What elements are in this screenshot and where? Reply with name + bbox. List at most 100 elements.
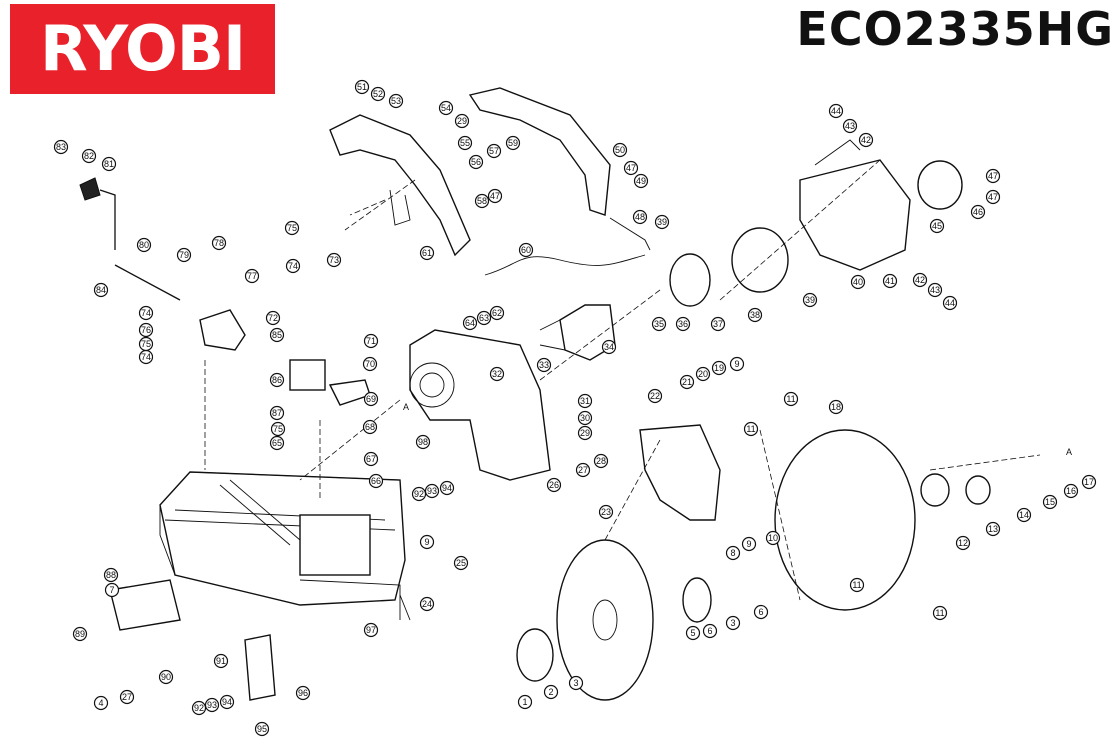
callout: 21 bbox=[679, 374, 695, 390]
svg-text:93: 93 bbox=[207, 700, 217, 710]
svg-text:59: 59 bbox=[508, 138, 518, 148]
svg-text:39: 39 bbox=[805, 295, 815, 305]
callout: 37 bbox=[710, 316, 726, 332]
svg-text:39: 39 bbox=[657, 217, 667, 227]
callout: 75 bbox=[138, 336, 154, 352]
callout: 47 bbox=[623, 160, 639, 176]
callout: 82 bbox=[81, 148, 97, 164]
svg-text:97: 97 bbox=[366, 625, 376, 635]
callout: 13 bbox=[985, 521, 1001, 537]
callout: 25 bbox=[453, 555, 469, 571]
svg-text:84: 84 bbox=[96, 285, 106, 295]
callout: 44 bbox=[942, 295, 958, 311]
callout: 7 bbox=[104, 582, 120, 598]
svg-text:3: 3 bbox=[730, 618, 735, 628]
callout: 74 bbox=[285, 258, 301, 274]
callout: 9 bbox=[741, 536, 757, 552]
callout: 97 bbox=[363, 622, 379, 638]
svg-text:85: 85 bbox=[272, 330, 282, 340]
callout: 93 bbox=[424, 483, 440, 499]
svg-text:61: 61 bbox=[422, 248, 432, 258]
svg-text:75: 75 bbox=[141, 339, 151, 349]
callout: 66 bbox=[368, 473, 384, 489]
svg-text:46: 46 bbox=[973, 207, 983, 217]
svg-text:65: 65 bbox=[272, 438, 282, 448]
callout: 62 bbox=[489, 305, 505, 321]
callout: 5 bbox=[685, 625, 701, 641]
callout: 10 bbox=[765, 530, 781, 546]
leader-lines bbox=[204, 159, 1041, 601]
svg-text:29: 29 bbox=[580, 428, 590, 438]
callout: 29 bbox=[577, 425, 593, 441]
svg-text:72: 72 bbox=[268, 313, 278, 323]
callout: 32 bbox=[489, 366, 505, 382]
svg-text:98: 98 bbox=[418, 437, 428, 447]
svg-text:30: 30 bbox=[580, 413, 590, 423]
callout: 54 bbox=[438, 100, 454, 116]
callout: 45 bbox=[929, 218, 945, 234]
svg-text:73: 73 bbox=[329, 255, 339, 265]
callout: 49 bbox=[633, 173, 649, 189]
svg-text:15: 15 bbox=[1045, 497, 1055, 507]
callout: 43 bbox=[927, 282, 943, 298]
svg-text:94: 94 bbox=[222, 697, 232, 707]
svg-text:27: 27 bbox=[122, 692, 132, 702]
callout: 96 bbox=[295, 685, 311, 701]
callout: 17 bbox=[1081, 474, 1097, 490]
callout: 27 bbox=[575, 462, 591, 478]
callout: 11 bbox=[849, 577, 865, 593]
callout: 79 bbox=[176, 247, 192, 263]
svg-text:87: 87 bbox=[272, 408, 282, 418]
callout: 38 bbox=[747, 307, 763, 323]
callout: 19 bbox=[711, 360, 727, 376]
callout: 90 bbox=[158, 669, 174, 685]
callout: 1 bbox=[517, 694, 533, 710]
vise-assembly bbox=[79, 177, 371, 701]
svg-text:74: 74 bbox=[141, 352, 151, 362]
svg-text:9: 9 bbox=[746, 539, 751, 549]
logo-text: RYOBI bbox=[39, 12, 246, 85]
callout: 33 bbox=[536, 357, 552, 373]
callout: 80 bbox=[136, 237, 152, 253]
callout: 3 bbox=[725, 615, 741, 631]
svg-text:35: 35 bbox=[654, 319, 664, 329]
callout: 94 bbox=[219, 694, 235, 710]
svg-text:43: 43 bbox=[845, 121, 855, 131]
svg-text:17: 17 bbox=[1084, 477, 1094, 487]
svg-text:55: 55 bbox=[460, 138, 470, 148]
callout: 51 bbox=[354, 79, 370, 95]
svg-text:51: 51 bbox=[357, 82, 367, 92]
svg-text:20: 20 bbox=[698, 369, 708, 379]
svg-text:86: 86 bbox=[272, 375, 282, 385]
callout: 6 bbox=[753, 604, 769, 620]
callout: 42 bbox=[912, 272, 928, 288]
svg-text:11: 11 bbox=[852, 580, 861, 590]
callout: 77 bbox=[244, 268, 260, 284]
callout: 47 bbox=[985, 168, 1001, 184]
svg-text:92: 92 bbox=[194, 703, 204, 713]
callout: 48 bbox=[632, 209, 648, 225]
callout: 93 bbox=[204, 697, 220, 713]
callout: 18 bbox=[828, 399, 844, 415]
svg-text:63: 63 bbox=[479, 313, 489, 323]
callout: 88 bbox=[103, 567, 119, 583]
callout: 87 bbox=[269, 405, 285, 421]
callout: 52 bbox=[370, 86, 386, 102]
svg-text:22: 22 bbox=[650, 391, 660, 401]
svg-text:13: 13 bbox=[988, 524, 998, 534]
power-cord bbox=[484, 254, 646, 276]
callout: 16 bbox=[1063, 483, 1079, 499]
callout: 40 bbox=[850, 274, 866, 290]
svg-text:80: 80 bbox=[139, 240, 149, 250]
callout: 4 bbox=[93, 695, 109, 711]
svg-text:33: 33 bbox=[539, 360, 549, 370]
svg-text:8: 8 bbox=[730, 548, 735, 558]
svg-text:42: 42 bbox=[915, 275, 925, 285]
blade-assembly bbox=[516, 424, 991, 701]
callout: 20 bbox=[695, 366, 711, 382]
svg-text:5: 5 bbox=[690, 628, 695, 638]
callout: 34 bbox=[601, 339, 617, 355]
callout: 36 bbox=[675, 316, 691, 332]
svg-text:11: 11 bbox=[746, 424, 755, 434]
